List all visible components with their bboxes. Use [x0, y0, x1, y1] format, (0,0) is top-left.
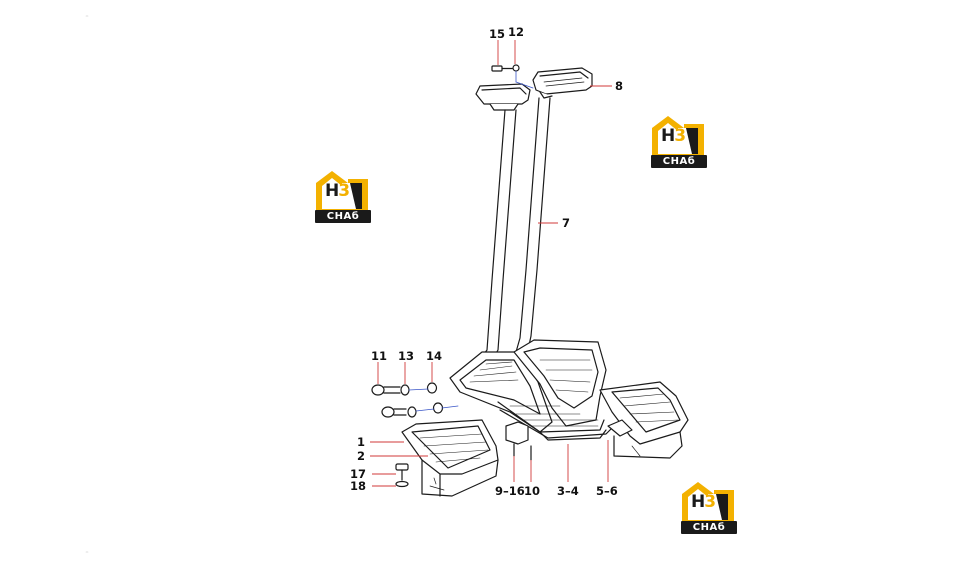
handle-grip-right	[532, 67, 593, 99]
lever-right	[515, 97, 551, 353]
logo-monogram: H3	[325, 181, 350, 201]
logo-house-icon	[682, 482, 734, 522]
callout-10: 10	[524, 484, 541, 498]
logo-house-icon	[652, 116, 704, 156]
callout-15: 15	[489, 27, 506, 41]
washer-18	[395, 480, 409, 488]
callout-11: 11	[371, 349, 388, 363]
callout-13: 13	[398, 349, 415, 363]
logo-house-icon	[316, 171, 368, 211]
callout-17: 17	[350, 467, 367, 481]
callout-9-16: 9–16	[495, 484, 525, 498]
callout-12: 12	[508, 25, 525, 39]
logo-wordmark: CHAб	[315, 210, 371, 223]
leader-lines	[370, 40, 612, 487]
pedal-right	[513, 339, 607, 427]
watermark-logo: H3 CHAб	[676, 478, 740, 536]
callout-7: 7	[562, 216, 571, 230]
callout-2: 2	[357, 449, 366, 463]
callout-5-6: 5–6	[596, 484, 618, 498]
callout-18: 18	[350, 479, 367, 493]
watermark-logo: H3 CHAб	[310, 167, 374, 225]
step-pad-left	[401, 419, 499, 497]
pedal-left	[449, 351, 553, 433]
watermark-logo: H3 CHAб	[646, 112, 710, 170]
lever-left	[477, 109, 517, 363]
bolt-15	[491, 65, 513, 72]
logo-wordmark: CHAб	[651, 155, 707, 168]
callout-8: 8	[615, 79, 624, 93]
callout-3-4: 3–4	[557, 484, 579, 498]
step-pad-right	[599, 381, 689, 459]
logo-monogram: H3	[691, 492, 716, 512]
logo-monogram: H3	[661, 126, 686, 146]
bolt-set-upper	[371, 382, 438, 396]
nut-12	[512, 64, 520, 72]
pivot-9-16	[505, 421, 529, 457]
handle-grip-left	[475, 83, 531, 111]
callout-1: 1	[357, 435, 366, 449]
callout-14: 14	[426, 349, 443, 363]
bolt-17	[395, 463, 409, 481]
bolt-set-lower	[381, 402, 459, 418]
logo-wordmark: CHAб	[681, 521, 737, 534]
